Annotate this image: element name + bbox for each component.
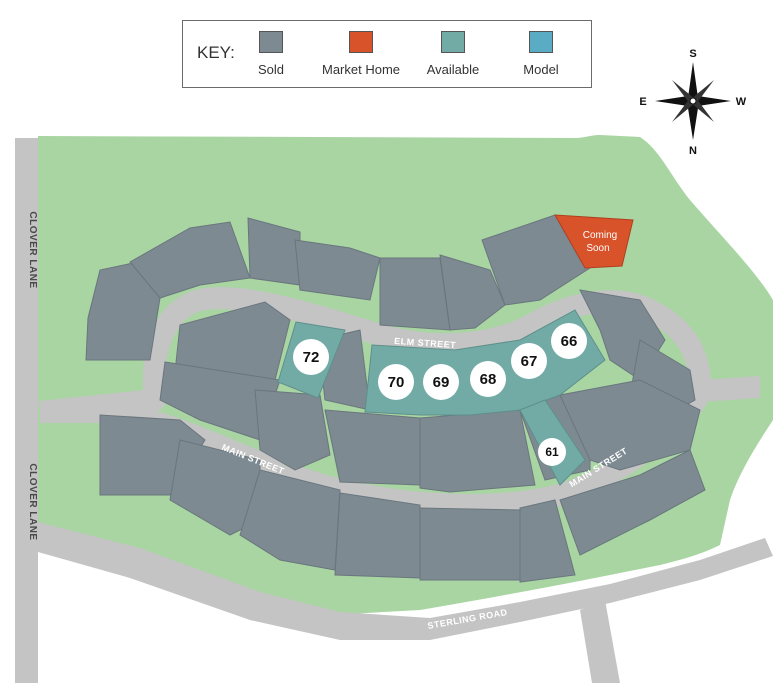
- clover-lane-road: [15, 138, 38, 683]
- lot-67-badge[interactable]: [511, 343, 547, 379]
- compass-rose-icon: S N E W: [639, 48, 746, 157]
- clover-lane-label-top: CLOVER LANE: [27, 211, 38, 288]
- sold-lots: [85, 214, 706, 583]
- key-swatch-sold: [259, 31, 283, 53]
- lot-70-badge[interactable]: [378, 364, 414, 400]
- compass-west: W: [736, 96, 747, 108]
- lot-61-badge[interactable]: [538, 438, 566, 466]
- compass-east: E: [639, 96, 646, 108]
- key-item-market-home: Market Home: [311, 31, 411, 77]
- lot-69-number: 69: [433, 374, 450, 391]
- key-swatch-model: [529, 31, 553, 53]
- key-item-model: Model: [491, 31, 591, 77]
- south-connector-road: [580, 600, 620, 683]
- key-label-model: Model: [523, 62, 559, 77]
- key-label-sold: Sold: [257, 62, 285, 77]
- lot-72-number: 72: [303, 349, 320, 366]
- key-label-available: Available: [426, 62, 480, 77]
- key-swatch-available: [441, 31, 465, 53]
- key-label-market-home: Market Home: [321, 62, 401, 77]
- key-item-available: Available: [403, 31, 503, 77]
- lot-68-badge[interactable]: [470, 361, 506, 397]
- lot-61-number: 61: [545, 445, 559, 459]
- lot-68-number: 68: [480, 371, 497, 388]
- coming-soon-line1: Coming: [583, 230, 617, 241]
- key-swatch-market-home: [349, 31, 373, 53]
- clover-lane-label-bottom: CLOVER LANE: [27, 463, 38, 540]
- lot-69-badge[interactable]: [423, 364, 459, 400]
- elm-street-label: ELM STREET: [394, 336, 457, 350]
- coming-soon-line2: Soon: [586, 243, 609, 254]
- lot-66-badge[interactable]: [551, 323, 587, 359]
- coming-soon-lot: [554, 214, 634, 269]
- lot-67-number: 67: [521, 353, 538, 370]
- east-spur-road: [700, 376, 760, 402]
- compass-north: N: [689, 145, 697, 157]
- lot-72-badge[interactable]: [293, 339, 329, 375]
- map-key: KEY: Sold Market Home Available Model: [182, 20, 592, 88]
- key-item-sold: Sold: [221, 31, 321, 77]
- sterling-road: [38, 522, 773, 640]
- lot-70-number: 70: [388, 374, 405, 391]
- lot-66-number: 66: [561, 333, 578, 350]
- key-title: KEY:: [197, 43, 235, 62]
- compass-south: S: [689, 48, 696, 60]
- elm-street-road: [38, 287, 711, 436]
- lot-badges: 72 70 69 68 67 66 61: [293, 323, 587, 466]
